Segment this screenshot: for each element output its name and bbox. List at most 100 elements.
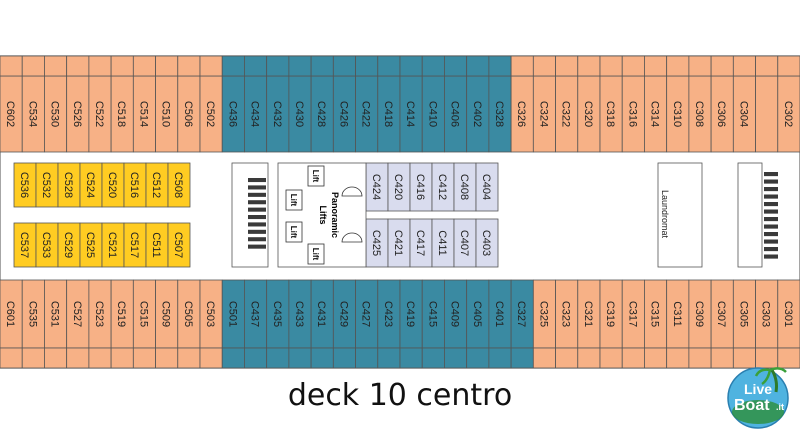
- cabin-label: C511: [150, 232, 162, 257]
- cabin-label: C410: [426, 101, 438, 127]
- cabin-box: [155, 347, 179, 369]
- cabin: C322: [555, 75, 579, 153]
- cabin: C424: [365, 162, 389, 212]
- cabin: C318: [599, 75, 623, 153]
- cabin: [66, 55, 90, 77]
- cabin-box: [399, 347, 423, 369]
- cabin-box: [88, 347, 112, 369]
- cabin: [599, 347, 623, 369]
- cabin: C529: [57, 222, 81, 268]
- cabin-box: [244, 347, 268, 369]
- cabin: C430: [288, 75, 312, 153]
- cabin: [332, 55, 356, 77]
- cabin-box: [444, 347, 468, 369]
- cabin: [532, 55, 556, 77]
- cabin: [244, 55, 268, 77]
- cabin-label: C426: [337, 101, 349, 127]
- cabin: [221, 55, 245, 77]
- cabin-box: [177, 347, 201, 369]
- cabin-box: [755, 75, 779, 153]
- cabin-box: [488, 55, 512, 77]
- cabin-box: [355, 55, 379, 77]
- cabin-label: C419: [404, 301, 416, 327]
- cabin: C415: [421, 279, 445, 349]
- cabin-box: [421, 55, 445, 77]
- cabin-label: C515: [137, 301, 149, 327]
- cabin: C317: [621, 279, 645, 349]
- cabin: C434: [244, 75, 268, 153]
- cabin: C525: [79, 222, 103, 268]
- cabin: [355, 347, 379, 369]
- cabin-box: [466, 347, 490, 369]
- cabin-box: [310, 347, 334, 369]
- cabin: [555, 55, 579, 77]
- cabin-label: C502: [204, 101, 216, 127]
- cabin-label: C328: [493, 101, 505, 127]
- cabin-box: [332, 347, 356, 369]
- cabin-label: C531: [49, 301, 61, 327]
- cabin-label: C507: [172, 232, 184, 258]
- cabin: C323: [555, 279, 579, 349]
- cabin: C426: [332, 75, 356, 153]
- cabin-label: C404: [480, 174, 492, 200]
- cabin: [755, 55, 779, 77]
- cabin-box: [710, 55, 734, 77]
- cabin-box: [44, 55, 68, 77]
- cabin-box: [332, 55, 356, 77]
- cabin-label: C411: [436, 230, 448, 255]
- cabin-box: [167, 222, 191, 268]
- cabin-label: C415: [426, 301, 438, 327]
- cabin-label: C301: [782, 301, 794, 327]
- cabin-box: [110, 347, 134, 369]
- cabin: C319: [599, 279, 623, 349]
- cabin-label: C405: [471, 301, 483, 327]
- cabin-label: C306: [715, 101, 727, 127]
- logo-suffix: .it: [776, 402, 784, 412]
- cabin-label: C526: [71, 101, 83, 127]
- cabin-box: [532, 55, 556, 77]
- cabin: [110, 55, 134, 77]
- cabin: C303: [755, 279, 779, 349]
- cabin: [755, 75, 779, 153]
- cabin: [577, 55, 601, 77]
- cabin: [0, 55, 23, 77]
- cabin: C408: [453, 162, 477, 212]
- cabin: C311: [666, 279, 690, 349]
- cabin: [777, 55, 800, 77]
- cabin-label: C505: [182, 301, 194, 327]
- cabin: [532, 347, 556, 369]
- cabin: [266, 347, 290, 369]
- cabin: [288, 347, 312, 369]
- cabin-box: [666, 347, 690, 369]
- cabin-label: C326: [515, 101, 527, 127]
- cabin-label: C528: [62, 172, 74, 198]
- cabin-label: C510: [160, 101, 172, 127]
- cabin-label: C428: [315, 101, 327, 127]
- cabin: [421, 55, 445, 77]
- cabin: C308: [688, 75, 712, 153]
- cabin-label: C412: [436, 174, 448, 200]
- cabin: C532: [35, 162, 59, 208]
- cabin-box: [466, 55, 490, 77]
- cabin: C306: [710, 75, 734, 153]
- cabin-label: C527: [71, 301, 83, 327]
- cabin-label: C427: [360, 301, 372, 327]
- right-lift-area: [737, 162, 763, 268]
- cabin-box: [444, 55, 468, 77]
- cabin-label: C524: [84, 172, 96, 198]
- cabin-box: [532, 347, 556, 369]
- cabin-box: [644, 55, 668, 77]
- cabin-box: [44, 347, 68, 369]
- cabin-label: C402: [471, 101, 483, 127]
- cabin-box: [666, 55, 690, 77]
- cabin-box: [475, 162, 499, 212]
- cabin: [666, 55, 690, 77]
- cabin: C416: [409, 162, 433, 212]
- cabin: [21, 347, 45, 369]
- cabin: [310, 55, 334, 77]
- cabin-label: C435: [271, 301, 283, 327]
- cabin-label: C318: [604, 101, 616, 127]
- cabin-label: C429: [337, 301, 349, 327]
- cabin: C516: [123, 162, 147, 208]
